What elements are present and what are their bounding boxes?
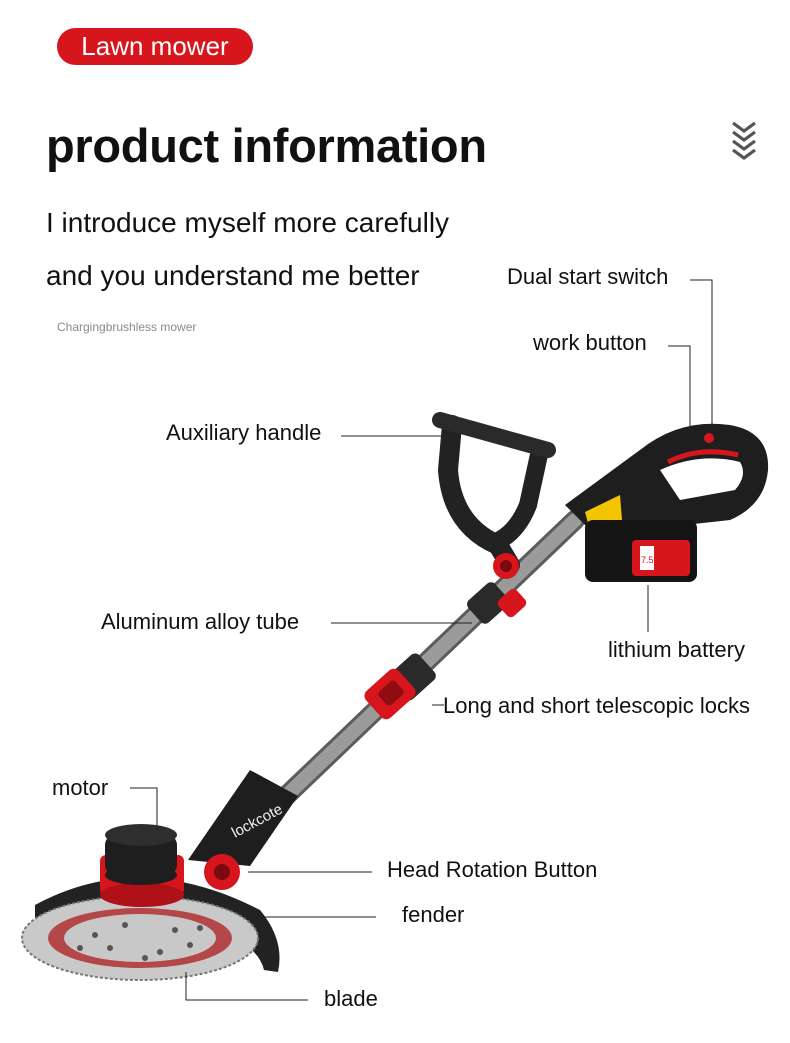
- label-dual-start-switch: Dual start switch: [507, 264, 669, 289]
- label-work-button: work button: [533, 330, 647, 355]
- blade-art: [21, 895, 259, 981]
- motor-art: [100, 824, 184, 907]
- label-motor: motor: [52, 775, 109, 800]
- label-auxiliary-handle: Auxiliary handle: [166, 420, 322, 445]
- label-fender: fender: [402, 902, 465, 927]
- label-lithium-battery: lithium battery: [608, 637, 745, 662]
- shaft-housing: lockcote: [188, 770, 298, 866]
- callout-lines: [130, 279, 713, 1001]
- label-head-rotation-button: Head Rotation Button: [387, 857, 598, 882]
- head-rotation-button-art: [204, 854, 240, 890]
- telescopic-lock-lower: [364, 653, 436, 720]
- auxiliary-handle: [432, 412, 556, 579]
- battery-capacity-text: 7.5: [641, 555, 654, 565]
- label-telescopic-locks: Long and short telescopic locks: [443, 693, 750, 718]
- chevron-down-icon: [732, 121, 756, 160]
- label-blade: blade: [324, 986, 378, 1011]
- intro-line-2: and you understand me better: [46, 260, 420, 291]
- subtitle: Chargingbrushless mower: [57, 320, 197, 334]
- label-aluminum-tube: Aluminum alloy tube: [101, 609, 300, 634]
- intro-line-1: I introduce myself more carefully: [46, 207, 450, 238]
- category-tag: Lawn mower: [57, 28, 253, 65]
- page-title: product information: [46, 119, 487, 172]
- telescopic-lock-upper: [467, 582, 527, 624]
- lithium-battery: 7.5: [585, 520, 697, 582]
